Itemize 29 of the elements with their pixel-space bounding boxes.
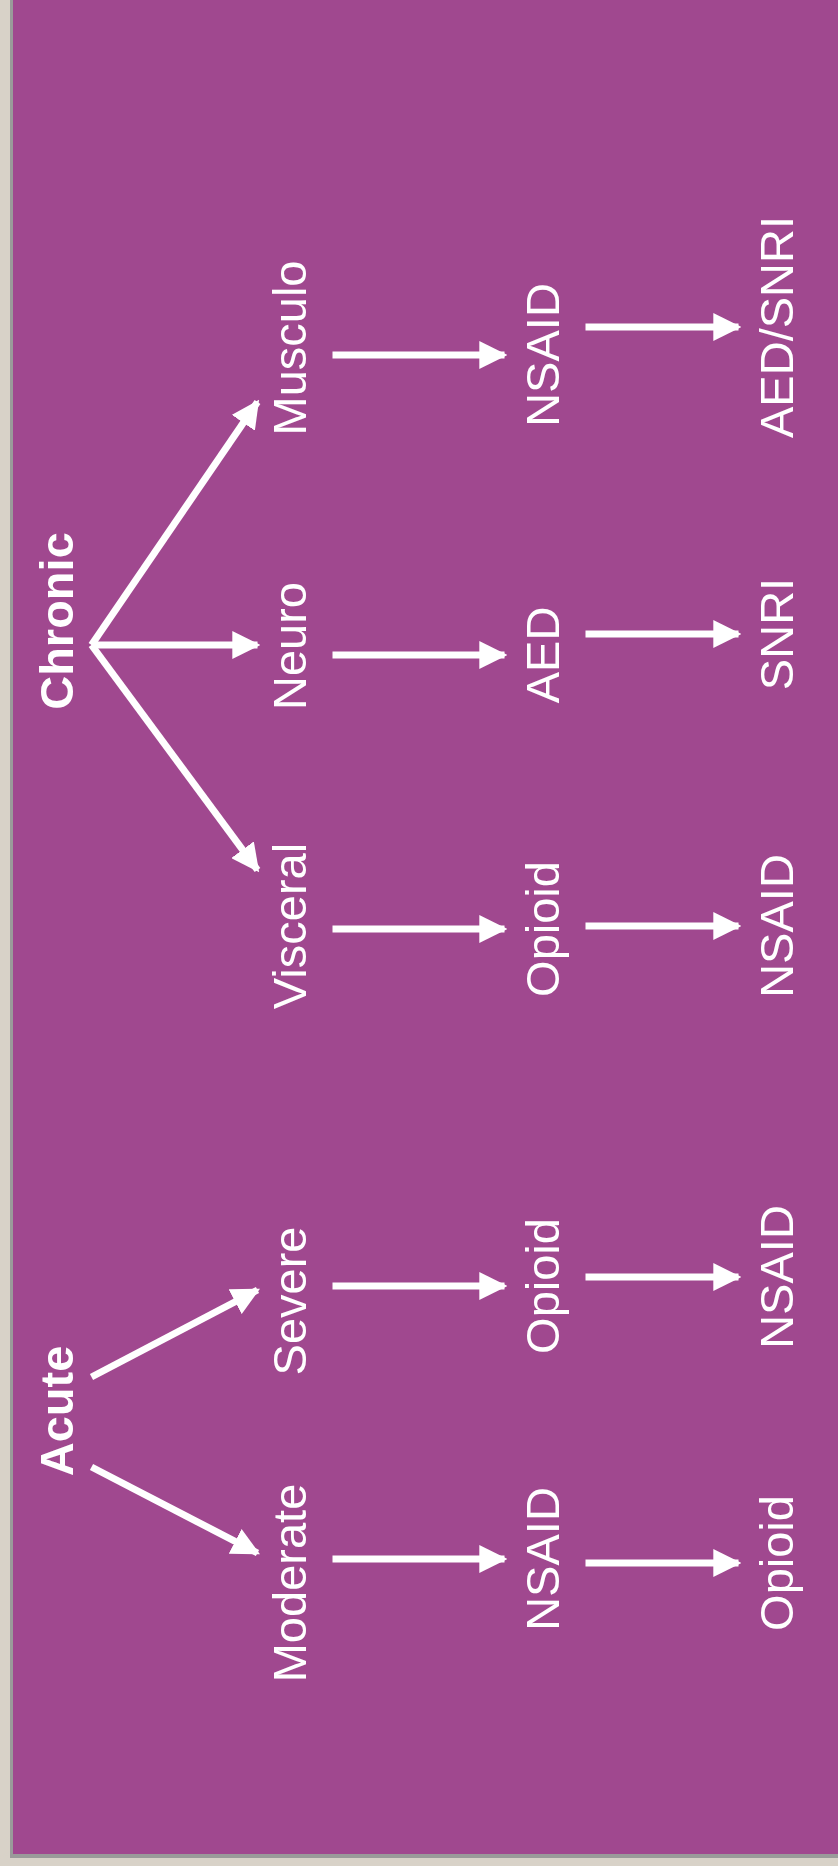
flow-label: Musculo (265, 260, 313, 436)
flow-label: Visceral (265, 842, 313, 1010)
category-heading: Acute (32, 1345, 80, 1477)
category-heading: Chronic (32, 532, 80, 710)
arrow (585, 313, 742, 341)
arrow (91, 631, 261, 659)
arrow (585, 1263, 742, 1291)
flow-label: NSAID (752, 854, 800, 998)
flow-label: AED (518, 606, 566, 704)
flow-label: Severe (265, 1226, 313, 1376)
flow-label: Moderate (265, 1483, 313, 1683)
flow-label: AED/SNRI (752, 216, 800, 438)
flow-label: NSAID (518, 1487, 566, 1631)
arrow (332, 341, 508, 369)
flow-label: SNRI (752, 577, 800, 691)
arrow (585, 620, 742, 648)
arrow (89, 1463, 260, 1557)
arrow (585, 912, 742, 940)
arrow (88, 399, 261, 647)
arrow (332, 1272, 508, 1300)
arrow (88, 642, 261, 873)
arrow (585, 1549, 742, 1577)
arrow (89, 1286, 260, 1381)
flow-label: NSAID (752, 1205, 800, 1349)
arrow (332, 915, 508, 943)
flow-label: NSAID (518, 283, 566, 427)
arrow (332, 1545, 508, 1573)
flow-label: Neuro (265, 582, 313, 710)
arrow (332, 641, 508, 669)
